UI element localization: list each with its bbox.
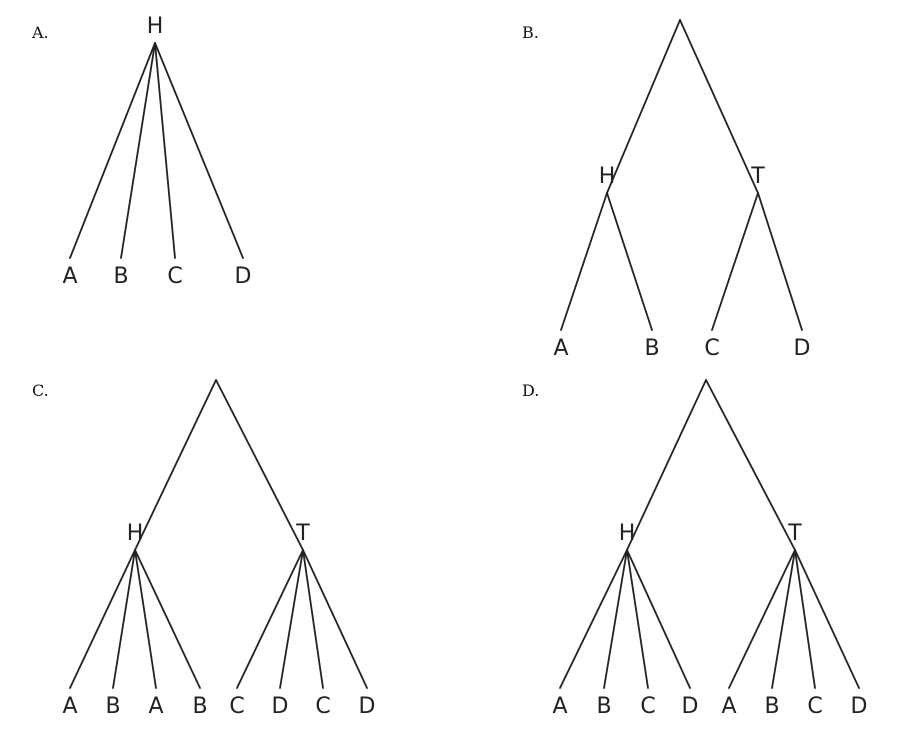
option-a-tree: A. H A B C D (31, 14, 251, 289)
tree-edge (236, 549, 304, 689)
tree-edge (711, 192, 759, 331)
tree-edge (134, 379, 217, 551)
tree-edge (606, 192, 653, 331)
option-label: B. (522, 23, 539, 42)
tree-edge (69, 549, 136, 689)
branch-node-label: H (619, 521, 636, 546)
option-label: D. (522, 381, 539, 400)
tree-edge (560, 192, 608, 331)
leaf-node-label: B (764, 694, 779, 719)
option-label: A. (31, 23, 49, 42)
branch-node-label: T (787, 521, 802, 546)
tree-edge (606, 19, 681, 194)
tree-edge (302, 549, 324, 689)
leaf-node-label: D (359, 694, 376, 719)
leaf-node-label: A (62, 264, 77, 289)
tree-edge (626, 379, 707, 551)
leaf-node-label: C (167, 264, 182, 289)
leaf-node-label: C (704, 336, 719, 361)
tree-edge (134, 549, 157, 689)
tree-edge (112, 549, 136, 689)
leaf-node-label: D (272, 694, 289, 719)
tree-edge (302, 549, 368, 689)
tree-edge (626, 549, 691, 689)
leaf-node-label: A (62, 694, 77, 719)
tree-edge (794, 549, 860, 689)
leaf-node-label: A (552, 694, 567, 719)
tree-edge (69, 42, 156, 259)
tree-edge (771, 549, 796, 689)
leaf-node-label: D (794, 336, 811, 361)
leaf-node-label: C (640, 694, 655, 719)
branch-node-label: T (750, 164, 765, 189)
tree-edge (120, 42, 156, 259)
branch-node-label: H (127, 521, 144, 546)
branch-node-label: H (599, 164, 616, 189)
leaf-node-label: B (596, 694, 611, 719)
tree-edge (154, 42, 176, 259)
branch-node-label: H (147, 14, 164, 39)
leaf-node-label: B (192, 694, 207, 719)
tree-edge (134, 549, 201, 689)
leaf-node-label: A (553, 336, 568, 361)
tree-edge (626, 549, 649, 689)
tree-edge (728, 549, 796, 689)
leaf-node-label: D (682, 694, 699, 719)
leaf-node-label: D (851, 694, 868, 719)
leaf-node-label: A (148, 694, 163, 719)
tree-edge (705, 379, 796, 551)
tree-edge (215, 379, 304, 551)
leaf-node-label: C (807, 694, 822, 719)
tree-edge (794, 549, 816, 689)
branch-node-label: T (295, 521, 310, 546)
leaf-node-label: C (229, 694, 244, 719)
leaf-node-label: A (721, 694, 736, 719)
tree-edge (679, 19, 759, 194)
tree-edge (757, 192, 803, 331)
option-label: C. (32, 381, 49, 400)
leaf-node-label: B (113, 264, 128, 289)
tree-edge (559, 549, 628, 689)
leaf-node-label: B (644, 336, 659, 361)
tree-edge (279, 549, 304, 689)
tree-edge (603, 549, 628, 689)
leaf-node-label: C (315, 694, 330, 719)
tree-edge (154, 42, 244, 259)
leaf-node-label: B (105, 694, 120, 719)
leaf-node-label: D (235, 264, 252, 289)
option-b-tree: B. H T A B C D (522, 19, 811, 361)
